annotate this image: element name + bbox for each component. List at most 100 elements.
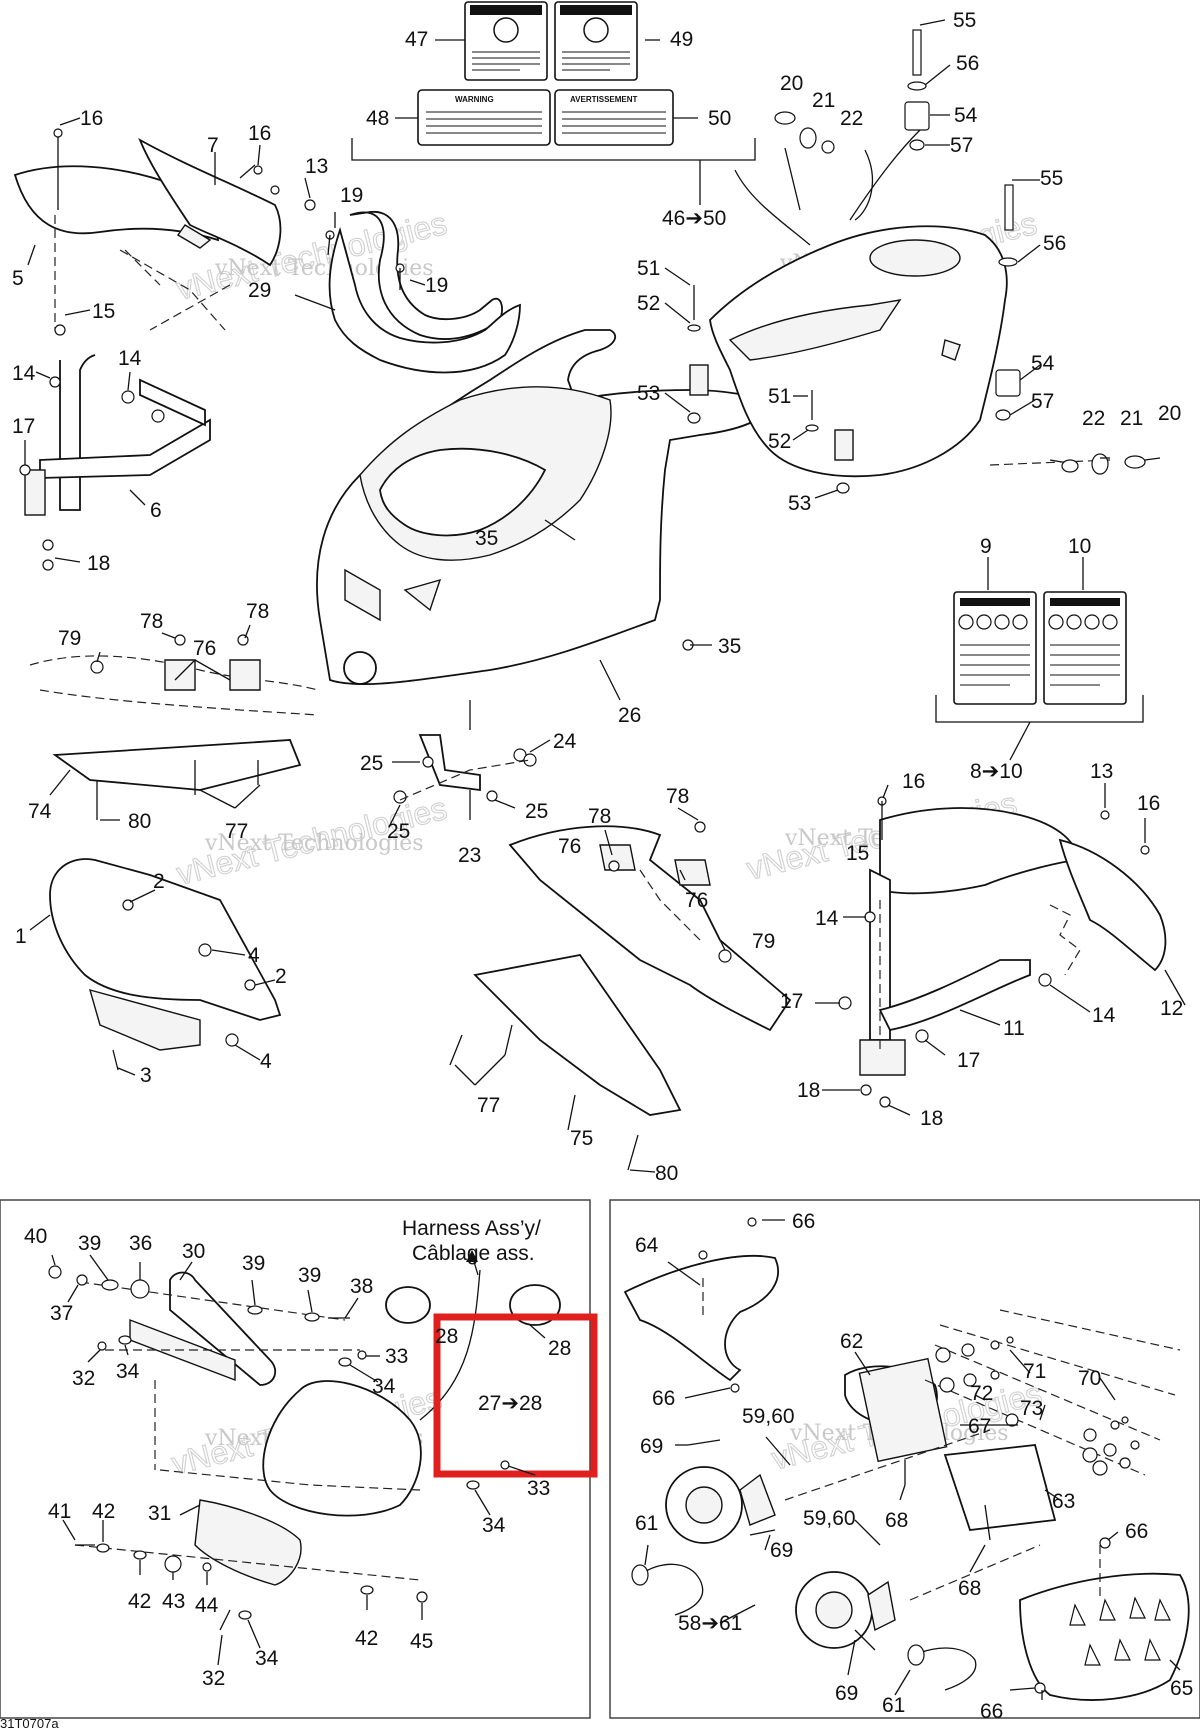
front-bumper-frame-6	[24, 354, 211, 516]
callout-17: 17	[957, 1049, 980, 1072]
callout-53: 53	[788, 492, 811, 515]
bolt-67	[1005, 1413, 1019, 1427]
callout-28: 28	[435, 1325, 458, 1348]
dashed-assembly-line	[159, 1469, 421, 1491]
headlight-cover-65	[1019, 1572, 1190, 1701]
callout-13: 13	[1090, 760, 1113, 783]
nut-79b	[718, 949, 732, 963]
nut-66c	[730, 1383, 740, 1393]
bolt-16b	[239, 164, 256, 179]
fairing-bracket	[834, 429, 854, 461]
dashed-assembly-line	[639, 869, 701, 941]
screw-shaft	[327, 234, 331, 256]
callout-22: 22	[1082, 407, 1105, 430]
bulb-28a	[385, 1286, 431, 1324]
bolt-13b	[1100, 810, 1110, 820]
callout-59-60: 59,60	[742, 1405, 795, 1428]
callout-80: 80	[128, 810, 151, 833]
callout-69: 69	[835, 1682, 858, 1705]
bulb-61	[631, 1564, 649, 1586]
center-skid-assembly	[449, 821, 792, 1171]
callout-22: 22	[840, 107, 863, 130]
decal-bracket	[935, 695, 1144, 723]
leader-line	[854, 149, 873, 221]
callout-13: 13	[305, 155, 328, 178]
fairing-bracket	[689, 364, 709, 396]
callout-32: 32	[72, 1367, 95, 1390]
label-header-bar	[470, 5, 542, 15]
callout-9: 9	[980, 535, 992, 558]
callout-18: 18	[920, 1107, 943, 1130]
bushing-43	[164, 1555, 182, 1573]
inset-panel-right	[609, 1199, 1200, 1719]
dashed-assembly-line	[399, 759, 531, 801]
callout-15: 15	[92, 300, 115, 323]
callout-35: 35	[718, 635, 741, 658]
nut-78d	[694, 821, 706, 833]
callout-33: 33	[385, 1345, 408, 1368]
callout-21: 21	[1120, 407, 1143, 430]
callout-20: 20	[780, 72, 803, 95]
rack-mount	[859, 1039, 906, 1076]
leader-line	[734, 169, 811, 246]
washer-34d	[238, 1610, 252, 1620]
callout-17: 17	[780, 990, 803, 1013]
callout-11: 11	[1003, 1017, 1025, 1040]
fuel-cap-recess	[869, 239, 961, 277]
bumper-tube-upper	[139, 378, 206, 427]
nut-14	[49, 376, 61, 388]
label-group-bracket	[351, 138, 756, 161]
callout-28: 28	[548, 1337, 571, 1360]
hardware-upper-right	[687, 29, 1146, 494]
hardware-left-upper	[19, 128, 316, 571]
nut-78b	[237, 634, 249, 646]
pin-20b	[1124, 455, 1146, 469]
callout-54: 54	[1031, 352, 1055, 375]
washer-stack	[935, 1336, 1140, 1476]
callout-76: 76	[685, 889, 708, 912]
dashed-assembly-line	[119, 249, 226, 331]
callout-34: 34	[116, 1360, 140, 1383]
nut-66a	[747, 1217, 757, 1227]
nut-66d	[1099, 1537, 1111, 1549]
grommet-21b	[1091, 453, 1109, 475]
callout-36: 36	[129, 1232, 152, 1255]
bulb-wire-61	[639, 1563, 704, 1616]
lamp-mount	[867, 1580, 896, 1632]
bolt-17	[19, 464, 31, 476]
bulb-61b	[907, 1644, 925, 1666]
dashed-assembly-line	[124, 249, 161, 286]
bolt-17c	[915, 1029, 929, 1043]
callout-12: 12	[1160, 997, 1183, 1020]
callout-58-61: 58➔61	[678, 1612, 742, 1635]
harness-label-line1: Harness Ass’y/	[402, 1217, 541, 1240]
arrow-head	[466, 1250, 478, 1262]
mount-bracket	[418, 734, 481, 792]
skid-plate-74	[52, 739, 302, 791]
callout-80: 80	[655, 1162, 678, 1185]
grommet-57	[909, 139, 925, 151]
hood-vent-right	[403, 578, 442, 612]
callout-46-50: 46➔50	[662, 207, 726, 230]
callout-21: 21	[812, 89, 835, 112]
bulb-wire-61b	[914, 1647, 977, 1691]
screw-69b	[749, 1529, 776, 1536]
clamp-76d	[674, 859, 711, 886]
callout-62: 62	[840, 1330, 863, 1353]
washer-34a	[118, 1335, 132, 1345]
reference-code: 31T0707a	[0, 1716, 59, 1731]
nut-40	[48, 1265, 62, 1279]
callout-56: 56	[1043, 232, 1066, 255]
bolt-13	[304, 199, 316, 211]
dashed-assembly-line	[924, 1379, 1146, 1476]
dashed-assembly-line	[999, 1309, 1181, 1351]
washer-39b	[247, 1305, 263, 1315]
warning-label-49	[554, 1, 638, 81]
callout-52: 52	[768, 430, 791, 453]
inset-panel-left	[0, 1199, 591, 1719]
hood-bracket	[349, 211, 503, 340]
spacer-54b	[995, 369, 1021, 397]
avertissement-label-title: AVERTISSEMENT	[570, 95, 638, 104]
callout-61: 61	[635, 1512, 658, 1535]
